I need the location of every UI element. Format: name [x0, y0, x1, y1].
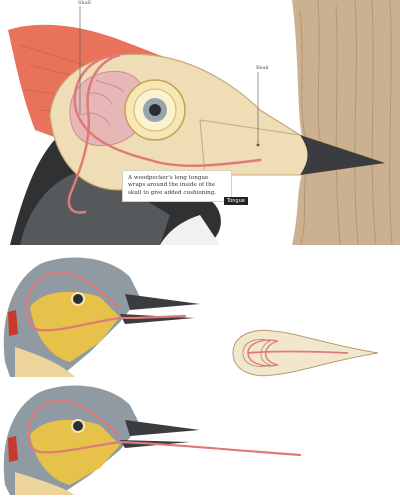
beak-tip [300, 135, 385, 175]
tongue-extended [27, 399, 302, 457]
head-extended [3, 385, 302, 495]
red-nape-patch [8, 310, 18, 336]
eye [124, 79, 186, 141]
tongue-retracted [25, 271, 187, 332]
caption-box: A woodpecker's long tongue wraps around … [122, 170, 232, 202]
upper-beak [125, 420, 200, 436]
lower-beak [120, 314, 195, 324]
eye-icon [71, 292, 85, 306]
tongue [67, 53, 262, 214]
head-retracted [3, 257, 200, 377]
tongue-tag: Tongue [224, 197, 248, 205]
beak-label: Beak [256, 65, 269, 71]
eye-icon [71, 419, 85, 433]
upper-beak [125, 294, 200, 310]
skull-top-view [232, 329, 379, 377]
cutaway-panel [8, 0, 400, 245]
skull-label: Skull [78, 0, 91, 6]
tree-trunk [292, 0, 400, 245]
red-nape-patch [8, 436, 18, 462]
